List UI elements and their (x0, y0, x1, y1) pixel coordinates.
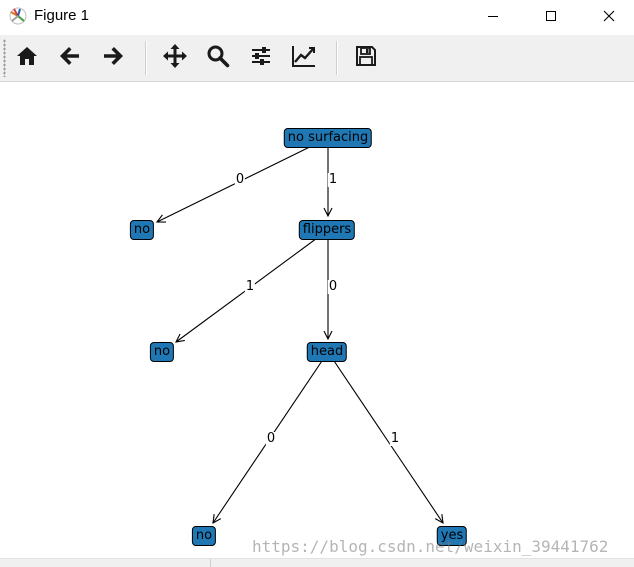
arrow-left-icon (58, 44, 82, 72)
floppy-disk-icon (355, 45, 377, 71)
move-icon (162, 43, 188, 73)
tree-leaf-node: no (129, 220, 155, 240)
magnifier-icon (206, 44, 230, 72)
edge-label-root-to-flippers: 1 (327, 172, 339, 187)
status-bar (0, 558, 634, 567)
forward-button[interactable] (96, 40, 130, 76)
watermark-text: https://blog.csdn.net/weixin_39441762 (252, 537, 609, 556)
title-bar[interactable]: Figure 1 (0, 0, 634, 32)
edge-label-root-to-leaf: 0 (234, 172, 246, 187)
window-title: Figure 1 (34, 7, 90, 24)
toolbar-separator (336, 41, 337, 75)
edit-axes-button[interactable] (287, 40, 321, 76)
edge-label-flippers-to-leaf: 1 (244, 279, 256, 294)
tree-node-flippers: flippers (298, 220, 356, 240)
home-button[interactable] (10, 40, 44, 76)
tree-node-root: no surfacing (283, 128, 373, 148)
matplotlib-icon (8, 6, 28, 26)
maximize-icon (545, 7, 557, 26)
subplots-button[interactable] (244, 40, 278, 76)
tree-node-head: head (306, 342, 348, 362)
close-icon (603, 7, 615, 26)
navigation-toolbar (0, 35, 634, 82)
line-chart-icon (291, 44, 317, 72)
zoom-button[interactable] (201, 40, 235, 76)
tree-edges (0, 137, 634, 558)
back-button[interactable] (53, 40, 87, 76)
toolbar-separator (145, 41, 146, 75)
edge-label-flippers-to-head: 0 (327, 279, 339, 294)
close-button[interactable] (586, 0, 632, 32)
save-button[interactable] (349, 40, 383, 76)
tree-leaf-node: yes (436, 526, 468, 546)
edge-label-head-to-leaf-1: 1 (389, 431, 401, 446)
sliders-icon (249, 44, 273, 72)
tree-leaf-node: no (191, 526, 217, 546)
pan-button[interactable] (158, 40, 192, 76)
toolbar-grip[interactable] (3, 39, 6, 77)
maximize-button[interactable] (528, 0, 574, 32)
edge-label-head-to-leaf-0: 0 (265, 431, 277, 446)
status-divider (210, 559, 211, 567)
minimize-icon (487, 7, 499, 26)
tree-leaf-node: no (149, 342, 175, 362)
home-icon (15, 44, 39, 72)
minimize-button[interactable] (470, 0, 516, 32)
edge-head-to-leaf-1 (327, 351, 443, 523)
plot-canvas[interactable]: 0 1 1 0 0 1 no surfacing no flippers no … (0, 82, 634, 558)
arrow-right-icon (101, 44, 125, 72)
